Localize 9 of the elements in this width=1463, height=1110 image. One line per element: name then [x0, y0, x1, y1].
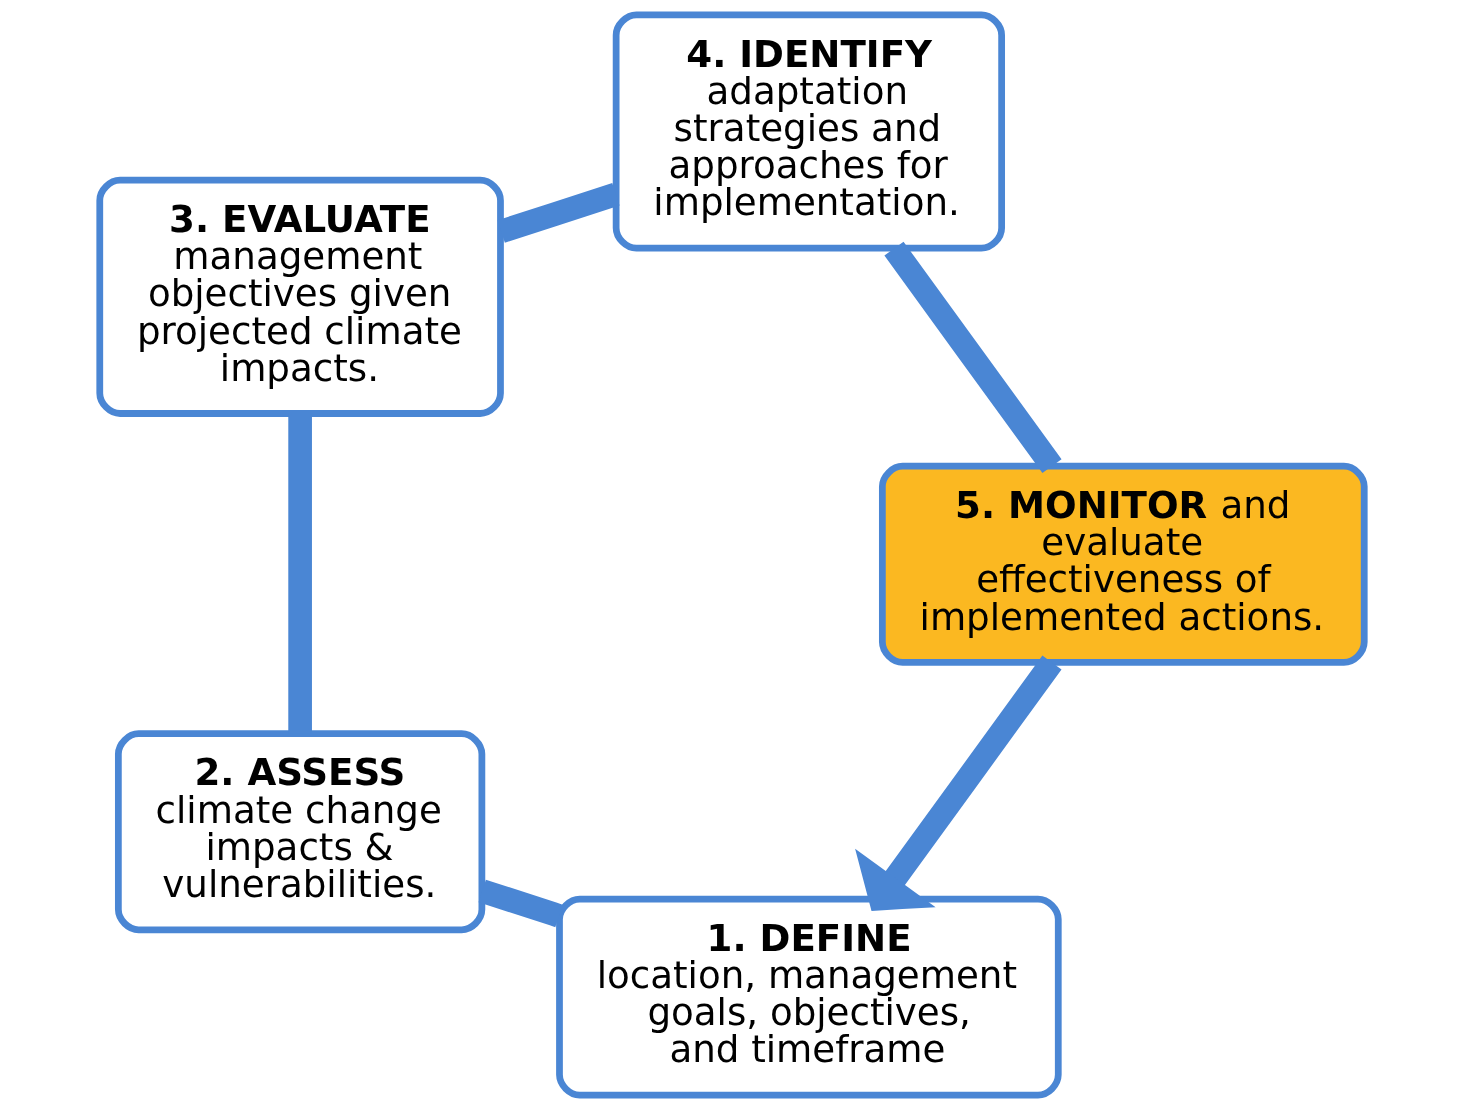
connector [883, 241, 1062, 474]
node-box: 5. MONITOR and evaluate effectiveness of implemented actions. [878, 462, 1368, 666]
node-box: 2. ASSESS climate change impacts & vulnerabilities. [114, 730, 485, 934]
connector [478, 879, 563, 928]
node-box: 3. EVALUATE management objectives given projected climate impacts. [95, 176, 504, 417]
connector [497, 183, 620, 243]
arrow [854, 655, 1062, 911]
node-box: 1. DEFINE location, management goals, objectives, and timeframe [555, 895, 1062, 1099]
node-box: 4. IDENTIFY adaptation strategies and approaches for implementation. [612, 11, 1005, 252]
